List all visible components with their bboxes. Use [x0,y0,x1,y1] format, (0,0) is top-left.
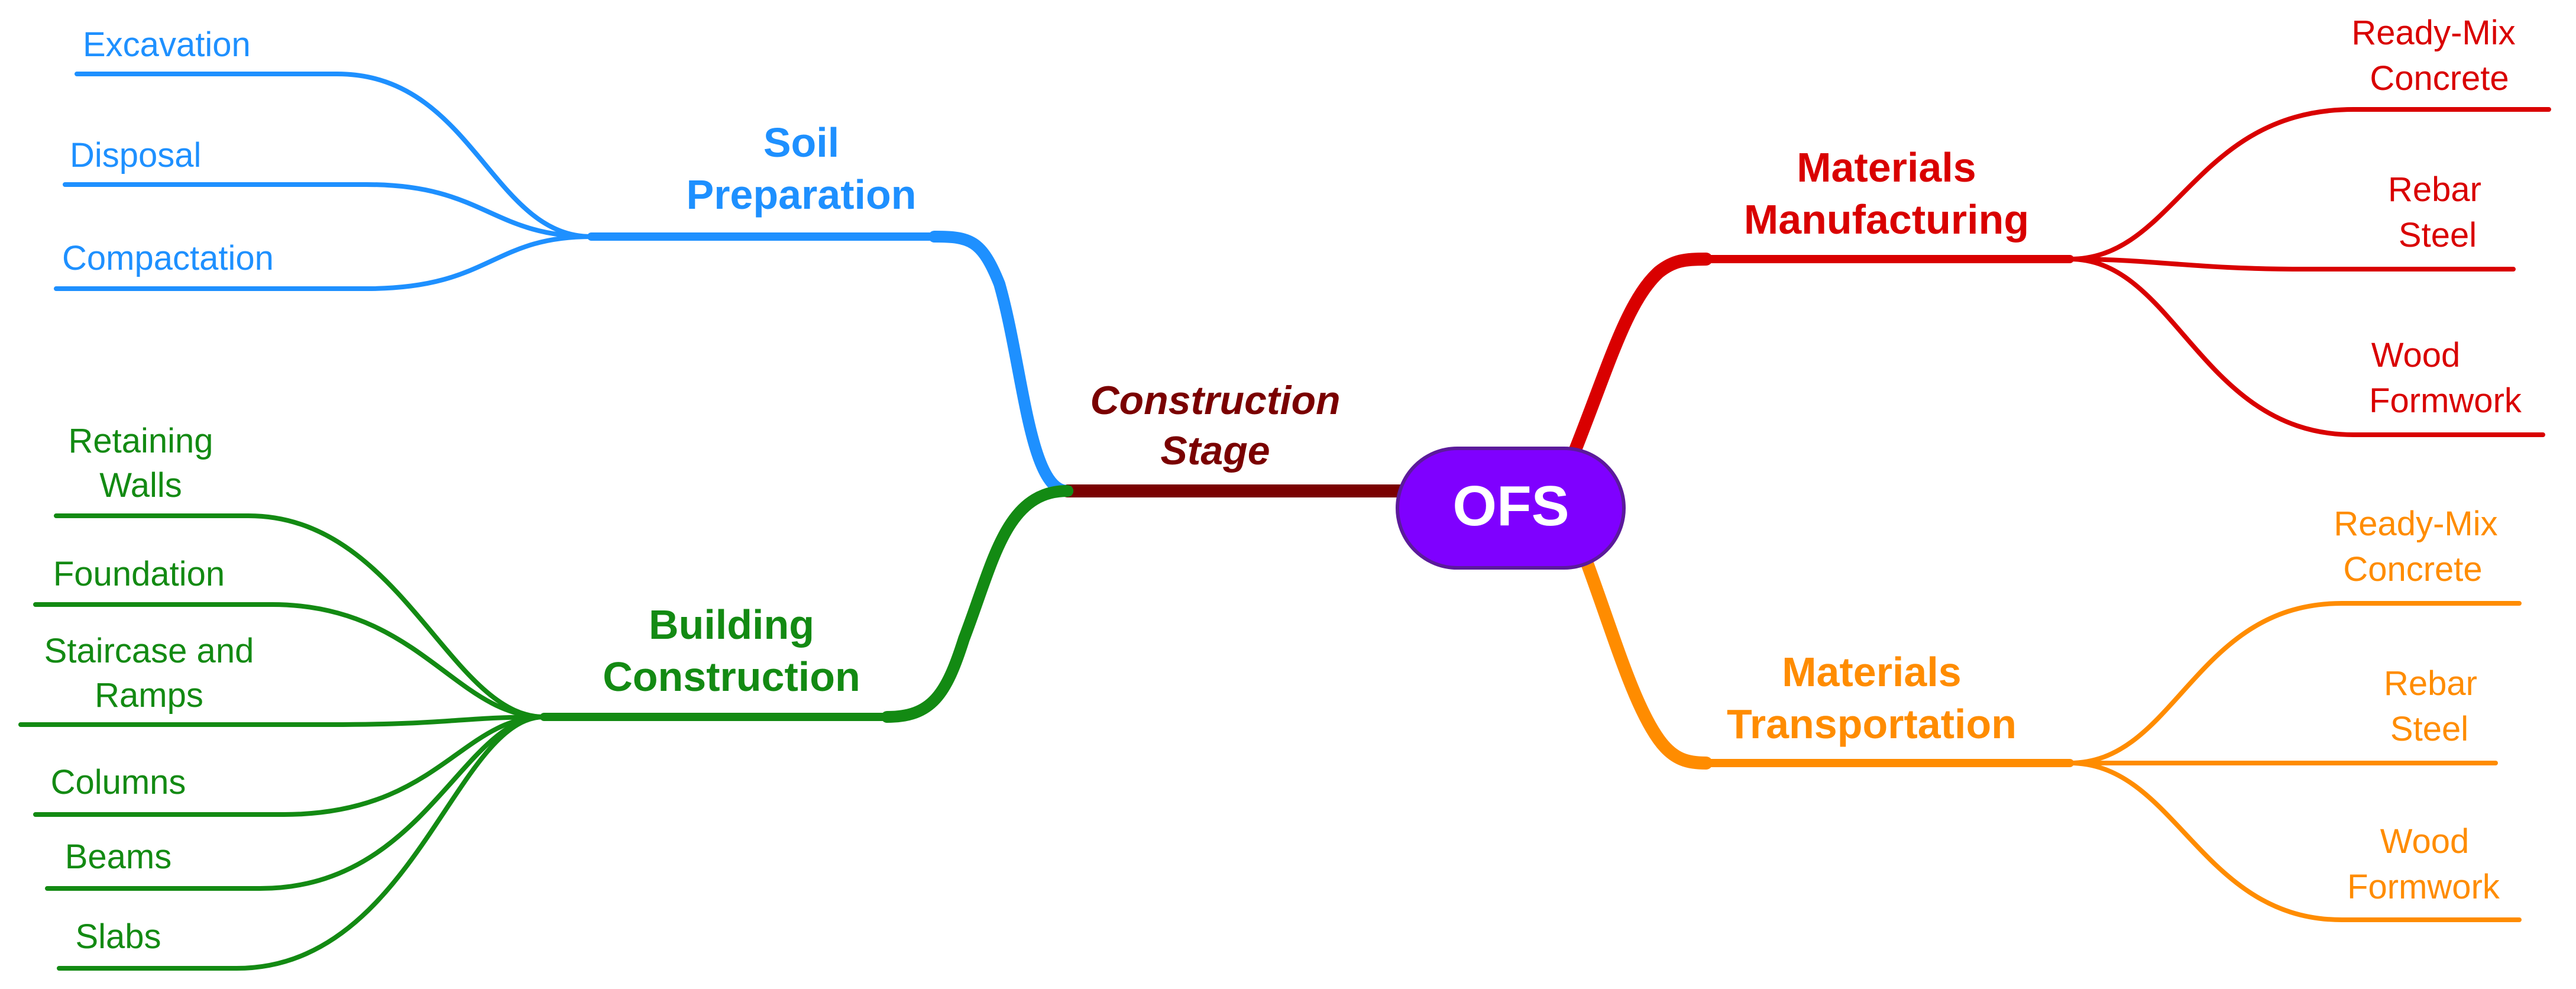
leaf-line-excavation [75,72,594,239]
leaf-line-columns [33,715,546,817]
building-construction-trunk [881,485,1073,723]
leaf-line-mm-wood-formwork [2067,257,2545,437]
leaf-label-line2: Steel [2390,710,2468,748]
leaf-label-line1: Rebar [2384,664,2477,703]
leaf-mm-wood-formwork[interactable]: Wood Formwork [2369,336,2522,420]
branch-title-materials-transportation[interactable]: Materials Transportation [1727,649,2017,747]
central-node-shape [1396,447,1626,570]
leaf-label-line1: Rebar [2388,170,2481,209]
leaf-disposal[interactable]: Disposal [70,136,201,174]
leaf-line-mm-ready-mix [2067,107,2551,261]
leaf-line-retaining-walls [54,513,546,719]
leaf-label-line1: Ready-Mix [2334,505,2497,543]
connector-label-line1: Construction [1090,378,1340,423]
branch-title-line2: Preparation [687,172,917,218]
leaf-label-line1: Staircase and [44,632,254,670]
leaf-label-line1: Wood [2371,336,2460,374]
branch-title-line1: Materials [1782,649,1961,695]
leaf-label-line1: Ready-Mix [2351,14,2515,52]
leaf-excavation[interactable]: Excavation [83,25,251,64]
leaf-staircase-and-ramps[interactable]: Staircase and Ramps [44,632,254,715]
branch-title-line1: Soil [763,119,839,166]
branch-title-line2: Construction [603,654,860,700]
leaf-columns[interactable]: Columns [51,763,186,801]
leaf-line-slabs [57,715,546,971]
branch-title-line2: Manufacturing [1744,196,2029,243]
leaf-line-staircase-and-ramps [18,715,546,727]
branch-title-soil-preparation[interactable]: Soil Preparation [687,119,917,218]
leaf-compactation[interactable]: Compactation [62,239,274,277]
branch-title-line1: Building [649,602,814,648]
leaf-retaining-walls[interactable]: Retaining Walls [68,422,213,505]
connector-label: Construction Stage [1090,378,1340,473]
leaf-line-mt-wood-formwork [2067,761,2522,922]
leaf-line-disposal [63,182,594,239]
leaf-slabs[interactable]: Slabs [75,917,161,956]
leaf-line-foundation [33,602,546,719]
leaf-label-line2: Steel [2399,216,2477,254]
leaf-mm-ready-mix-concrete[interactable]: Ready-Mix Concrete [2351,14,2515,98]
leaf-label-line2: Walls [99,466,182,505]
central-node[interactable]: OFS [1396,447,1626,570]
connector-label-line2: Stage [1160,428,1270,473]
leaf-line-compactation [54,234,594,291]
leaf-label-line2: Ramps [95,676,203,715]
leaf-label-line1: Retaining [68,422,213,460]
materials-transportation-trunk [1567,520,1713,770]
branch-title-materials-manufacturing[interactable]: Materials Manufacturing [1744,144,2029,243]
materials-manufacturing-trunk [1567,253,1713,462]
leaf-beams[interactable]: Beams [65,838,172,876]
branch-title-line2: Transportation [1727,701,2017,747]
soil-preparation-trunk [928,231,1073,497]
leaf-mt-wood-formwork[interactable]: Wood Formwork [2347,822,2500,906]
leaf-label-line2: Concrete [2343,550,2482,589]
leaf-label-line2: Formwork [2347,868,2500,906]
central-node-label: OFS [1452,474,1569,538]
leaf-line-mm-rebar-steel [2067,257,2516,272]
leaf-label-line2: Concrete [2370,59,2509,98]
leaf-line-mt-ready-mix [2067,601,2522,765]
leaf-label-line2: Formwork [2369,382,2522,420]
branch-title-line1: Materials [1797,144,1976,190]
leaf-foundation[interactable]: Foundation [53,555,225,593]
leaf-mt-rebar-steel[interactable]: Rebar Steel [2384,664,2477,748]
leaf-mm-rebar-steel[interactable]: Rebar Steel [2388,170,2481,254]
leaf-label-line1: Wood [2380,822,2469,861]
leaf-mt-ready-mix-concrete[interactable]: Ready-Mix Concrete [2334,505,2497,589]
branch-title-building-construction[interactable]: Building Construction [603,602,860,700]
